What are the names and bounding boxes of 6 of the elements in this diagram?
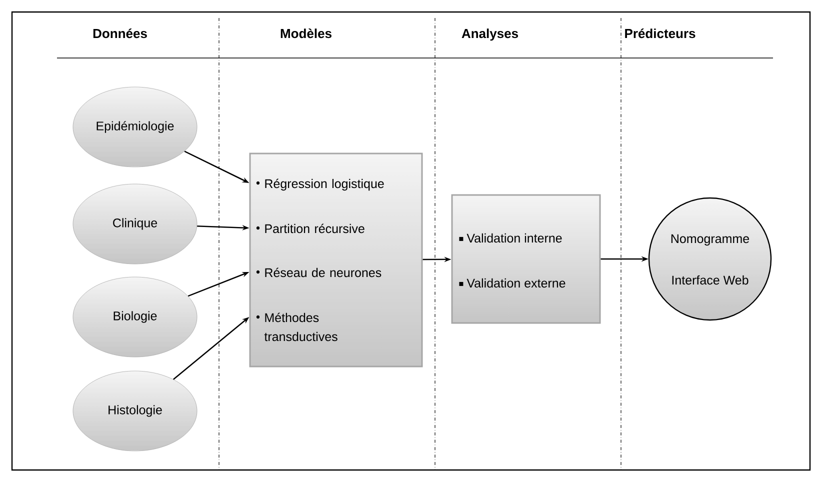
column-heading: Prédicteurs bbox=[625, 28, 696, 38]
column-heading: Modèles bbox=[280, 28, 332, 38]
column-heading: Données bbox=[93, 28, 147, 38]
column-heading: Analyses bbox=[462, 28, 518, 41]
analysis-box: Validation interne Validation externe bbox=[451, 194, 601, 324]
model-box: Régression logistique Partition récursive Réseau de neurones Méthodes transductives bbox=[249, 152, 423, 368]
